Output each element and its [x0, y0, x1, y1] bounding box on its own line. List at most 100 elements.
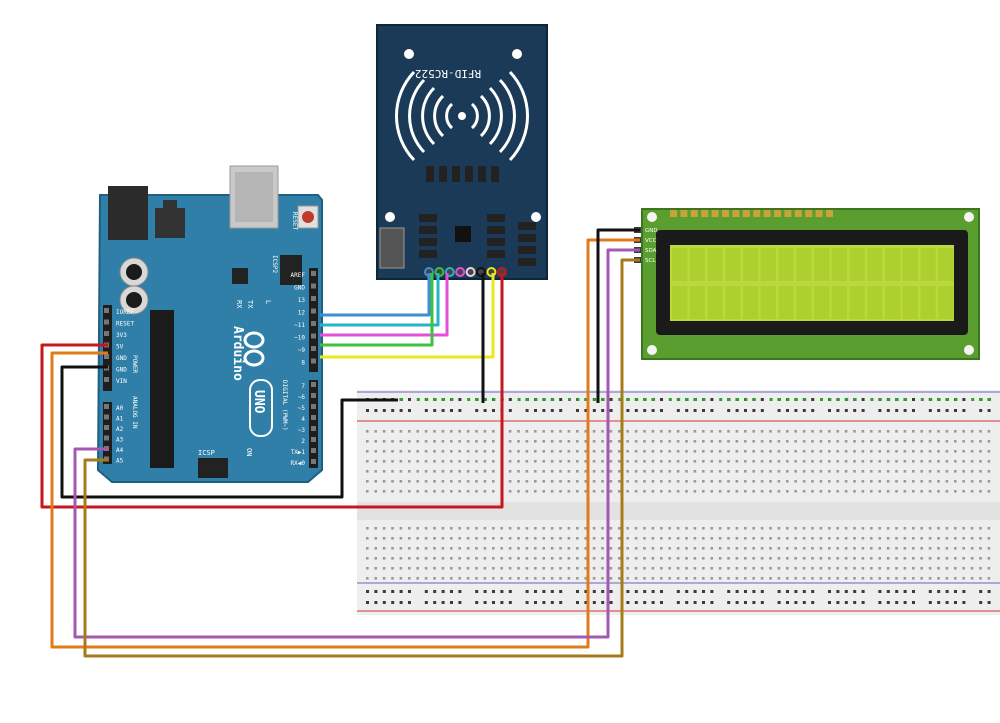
lcd-pin-label-gnd: GND [645, 228, 658, 234]
digital-pin-label-top-0: AREF [291, 272, 306, 279]
digital-label: DIGITAL (PWM~) [281, 380, 288, 431]
lcd-top-pin [690, 210, 698, 217]
power-pin-label-4: GND [116, 355, 127, 362]
icsp2-label: ICSP2 [271, 255, 278, 273]
digital-pin-label-bottom-2: ~5 [298, 405, 306, 412]
power-pin-label-6: VIN [116, 378, 127, 385]
digital-pin-label-bottom-7: RX◀0 [291, 460, 306, 467]
rfid-label: RFID-RC522 [415, 67, 481, 80]
digital-pin-label-bottom-6: TX▶1 [291, 449, 306, 456]
lcd-top-pin [763, 210, 771, 217]
lcd-top-pin [794, 210, 802, 217]
lcd-top-pin [815, 210, 823, 217]
lcd-top-pin [826, 210, 833, 217]
wire-red-rfid-3v3 [40, 273, 504, 509]
rfid-component-right [518, 246, 536, 254]
digital-pin-label-top-3: 12 [298, 310, 306, 317]
rfid-resistor [452, 166, 460, 182]
rfid-component-left [419, 238, 437, 246]
rfid-component-left [419, 214, 437, 222]
power-pin-label-3: 5V [116, 344, 124, 351]
rfid-resistor [439, 166, 447, 182]
digital-pin-label-top-6: ~9 [298, 347, 306, 354]
lcd-top-pin [742, 210, 750, 217]
digital-header-top [309, 268, 318, 372]
rfid-resistor [491, 166, 499, 182]
power-pin-label-1: RESET [116, 321, 134, 328]
voltage-regulator [155, 208, 185, 238]
rfid-component-left [419, 226, 437, 234]
wire-green-miso [320, 273, 434, 347]
rfid-resistor [426, 166, 434, 182]
analog-pin-label-5: A5 [116, 458, 124, 465]
wire-cyan-sck [320, 273, 440, 327]
analog-pin-label-4: A4 [116, 447, 124, 454]
analog-label: ANALOG IN [131, 396, 138, 429]
digital-header-bottom [309, 380, 318, 468]
wire-blue-sda [320, 273, 431, 317]
rfid-component-mid [487, 214, 505, 222]
arduino-logo: Arduino UNO [230, 326, 273, 437]
wire-brown-scl [83, 258, 640, 658]
lcd-character-grid [672, 248, 954, 319]
rfid-component-mid [487, 226, 505, 234]
arduino-model-text: UNO [251, 390, 266, 414]
power-header [103, 305, 112, 391]
power-pin-label-5: GND [116, 367, 127, 374]
icsp2-header [280, 255, 302, 285]
digital-pin-label-bottom-5: 2 [301, 438, 305, 445]
digital-pin-label-bottom-4: ~3 [298, 427, 306, 434]
icsp-label: ICSP [198, 449, 215, 457]
rfid-pin [465, 267, 476, 277]
wire-purple-sda [73, 248, 640, 639]
digital-pin-label-top-1: GND [294, 285, 305, 292]
analog-pin-label-2: A2 [116, 426, 124, 433]
digital-pin-label-bottom-1: ~6 [298, 394, 306, 401]
rfid-crystal [379, 227, 405, 269]
rfid-components [419, 166, 536, 266]
rfid-resistor [465, 166, 473, 182]
rfid-pin [455, 267, 466, 277]
rx-label: RX [235, 300, 243, 309]
lcd-top-pin [774, 210, 781, 217]
lcd-top-pin [701, 210, 709, 217]
dc-power-jack [108, 186, 148, 240]
analog-pin-label-1: A1 [116, 416, 124, 423]
digital-pin-label-top-2: 13 [298, 297, 306, 304]
breadboard [357, 390, 1000, 615]
wire-black-arduino-gnd [60, 365, 398, 499]
wire-black-lcd-gnd [596, 228, 640, 403]
wire-magenta-mosi [320, 273, 449, 337]
rfid-antenna-icon [395, 70, 529, 162]
lcd-top-pin [784, 210, 792, 217]
digital-pin-label-top-7: 8 [301, 360, 305, 367]
digital-pin-label-top-5: ~10 [294, 335, 305, 342]
analog-header [103, 402, 112, 464]
rfid-component-left [419, 250, 437, 258]
digital-pin-label-bottom-3: 4 [301, 416, 305, 423]
rfid-component-mid [487, 250, 505, 258]
analog-pin-label-3: A3 [116, 437, 124, 444]
rfid-component-right [518, 258, 536, 266]
lcd-top-pin-row [670, 210, 833, 217]
atmega-chip [150, 310, 174, 468]
rfid-component-right [518, 222, 536, 230]
arduino-uno-board: RESET ICSP2 ICSP Arduino UNO RX TX L ON … [96, 165, 323, 483]
rfid-rc522-module: RFID-RC522 [376, 24, 548, 280]
icsp-header [198, 458, 228, 478]
rfid-mfrc522-chip [455, 226, 471, 242]
power-pin-label-2: 3V3 [116, 332, 127, 339]
lcd-pin-label-sda: SDA [645, 248, 657, 254]
usb-chip [232, 268, 248, 284]
on-label: ON [245, 448, 253, 456]
rfid-component-right [518, 234, 536, 242]
rfid-component-mid [487, 238, 505, 246]
analog-pin-label-0: A0 [116, 405, 124, 412]
breadboard-holes [366, 398, 991, 604]
reset-label: RESET [291, 212, 298, 230]
wire-yellow-rst [320, 273, 495, 359]
